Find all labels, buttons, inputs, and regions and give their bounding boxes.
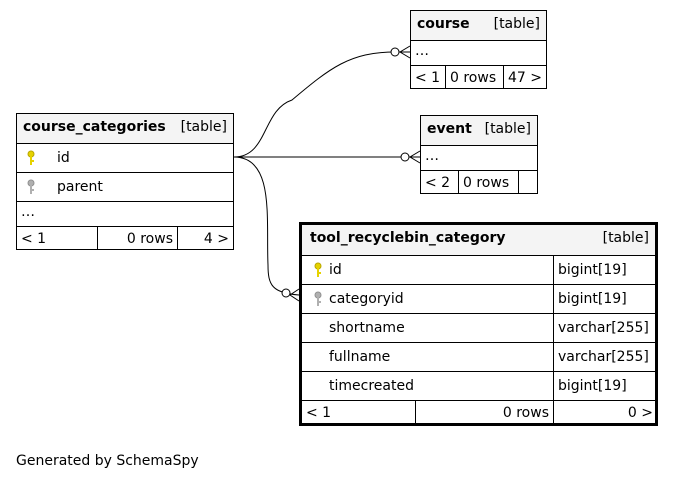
edge-course-categories-to-course <box>233 51 410 158</box>
primary-key-icon <box>314 262 322 277</box>
table-tool-recyclebin-category[interactable]: tool_recyclebin_category [table] id bigi… <box>299 222 658 426</box>
column-name: timecreated <box>329 378 414 394</box>
parents-link[interactable]: < 1 <box>306 405 332 421</box>
edge-course-zero-marker <box>390 47 400 57</box>
more-columns-row: … <box>17 201 233 226</box>
parents-link[interactable]: < 2 <box>425 175 451 191</box>
column-type: varchar[255] <box>553 314 649 342</box>
generated-by-label: Generated by SchemaSpy <box>16 453 199 469</box>
parents-link[interactable]: < 1 <box>415 70 441 86</box>
children-link[interactable]: 0 > <box>553 401 657 423</box>
column-name: shortname <box>329 320 405 336</box>
table-header: tool_recyclebin_category [table] <box>302 225 655 255</box>
children-link[interactable] <box>518 171 537 193</box>
more-columns-row: … <box>411 40 546 65</box>
table-kind: [table] <box>484 121 531 137</box>
column-name: fullname <box>329 349 391 365</box>
column-row[interactable]: parent <box>17 172 233 201</box>
row-count: 0 rows <box>415 401 553 423</box>
table-course[interactable]: course [table] … < 1 0 rows 47 > <box>410 10 547 89</box>
table-name[interactable]: course <box>417 16 470 32</box>
column-name: id <box>329 262 342 278</box>
more-columns: … <box>415 43 429 59</box>
more-columns: … <box>425 148 439 164</box>
edge-recyclebin-zero-marker <box>281 288 291 298</box>
table-kind: [table] <box>180 119 227 135</box>
primary-key-icon <box>27 150 35 165</box>
table-footer: < 1 0 rows 4 > <box>17 226 233 249</box>
column-row[interactable]: shortname varchar[255] <box>302 313 655 342</box>
column-type: bigint[19] <box>553 372 627 400</box>
row-count: 0 rows <box>458 171 518 193</box>
column-row[interactable]: fullname varchar[255] <box>302 342 655 371</box>
table-footer: < 1 0 rows 0 > <box>302 400 655 423</box>
column-row[interactable]: categoryid bigint[19] <box>302 284 655 313</box>
edge-recyclebin-crowfoot <box>289 288 300 302</box>
column-row[interactable]: id <box>17 143 233 172</box>
foreign-key-icon <box>314 291 322 306</box>
table-footer: < 2 0 rows <box>421 170 537 193</box>
more-columns-row: … <box>421 145 537 170</box>
column-name: categoryid <box>329 291 404 307</box>
table-header: course [table] <box>411 11 546 40</box>
table-name[interactable]: course_categories <box>23 119 166 135</box>
table-event[interactable]: event [table] … < 2 0 rows <box>420 115 538 194</box>
column-type: varchar[255] <box>553 343 649 371</box>
table-course-categories[interactable]: course_categories [table] id parent … < … <box>16 113 234 250</box>
foreign-key-icon <box>27 179 35 194</box>
children-link[interactable]: 4 > <box>177 227 233 249</box>
table-header: event [table] <box>421 116 537 145</box>
column-name: parent <box>57 179 103 195</box>
row-count: 0 rows <box>97 227 177 249</box>
column-row[interactable]: timecreated bigint[19] <box>302 371 655 400</box>
column-type: bigint[19] <box>553 256 627 284</box>
column-name: id <box>57 150 70 166</box>
table-footer: < 1 0 rows 47 > <box>411 65 546 88</box>
edge-course-crowfoot <box>399 45 411 59</box>
table-name[interactable]: event <box>427 121 472 137</box>
parents-link[interactable]: < 1 <box>21 231 47 247</box>
edge-course-categories-to-recyclebin <box>233 156 300 296</box>
edge-event-crowfoot <box>409 150 421 164</box>
table-kind: [table] <box>493 16 540 32</box>
column-row[interactable]: id bigint[19] <box>302 255 655 284</box>
children-link[interactable]: 47 > <box>503 66 546 88</box>
more-columns: … <box>21 204 35 220</box>
table-header: course_categories [table] <box>17 114 233 143</box>
column-type: bigint[19] <box>553 285 627 313</box>
edge-event-zero-marker <box>400 152 410 162</box>
table-kind: [table] <box>602 230 649 246</box>
table-name[interactable]: tool_recyclebin_category <box>310 230 506 246</box>
row-count: 0 rows <box>445 66 503 88</box>
